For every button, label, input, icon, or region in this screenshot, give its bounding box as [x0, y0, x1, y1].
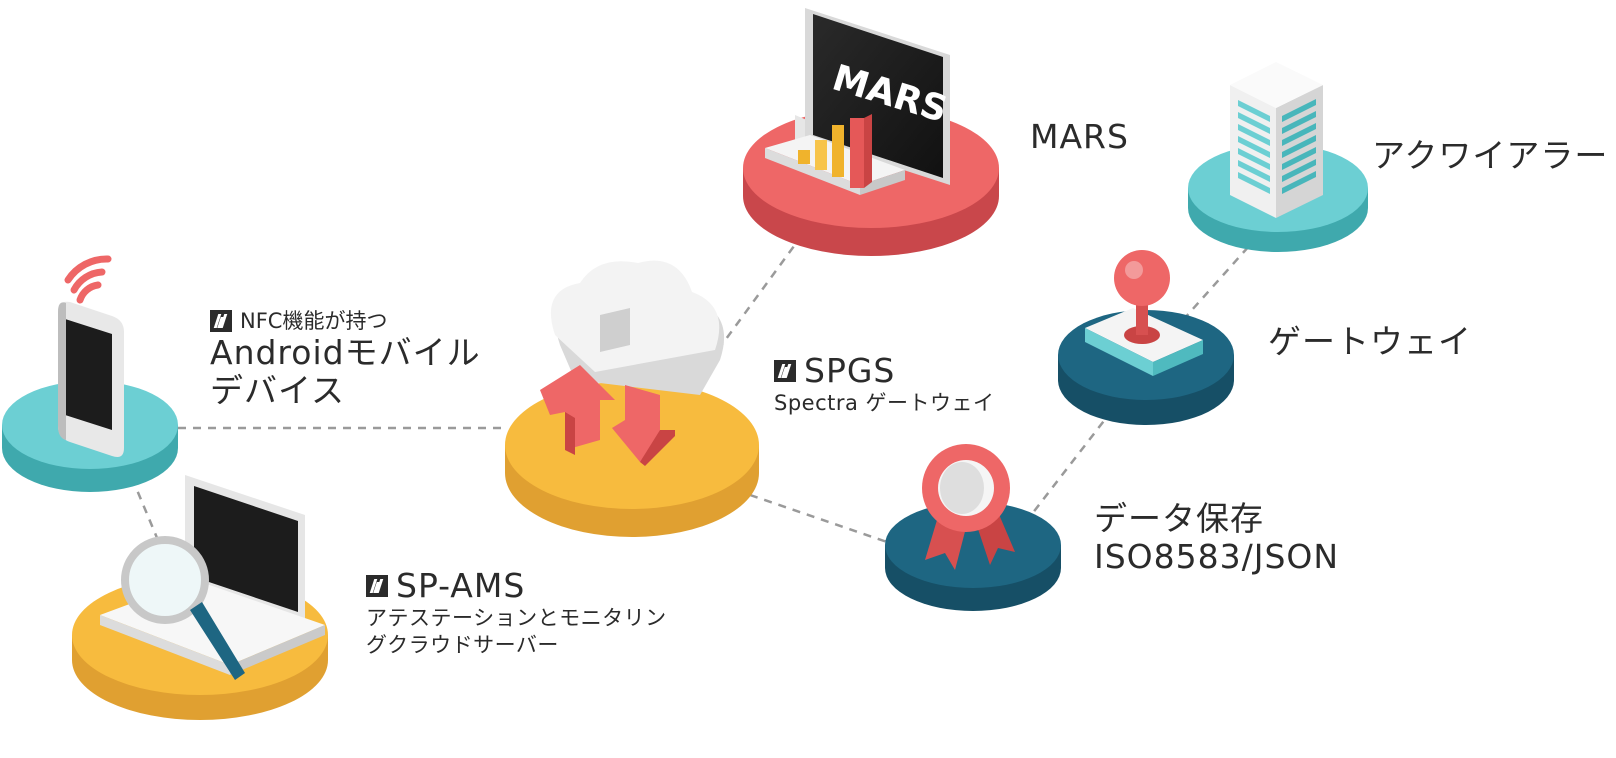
laptop-magnifier-icon	[100, 475, 325, 680]
spams-line2: グクラウドサーバー	[366, 633, 559, 657]
aqwire-label: アクワイアラー	[1372, 136, 1609, 175]
spectra-logo-icon	[774, 360, 796, 382]
android-label: NFC機能が持つ Androidモバイル デバイス	[210, 308, 481, 410]
gateway-node	[1058, 250, 1234, 425]
storage-label-line1: データ保存	[1094, 499, 1264, 538]
storage-label-line2: ISO8583/JSON	[1094, 537, 1340, 576]
award-badge-icon	[922, 444, 1015, 570]
joystick-gateway-icon	[1085, 250, 1203, 376]
spams-line1: アテステーションとモニタリン	[366, 606, 667, 630]
spams-title: SP-AMS	[396, 566, 526, 605]
spgs-subtitle: Spectra ゲートウェイ	[774, 391, 995, 415]
mobile-node	[2, 255, 178, 492]
cloud-upload-download-icon	[540, 260, 725, 466]
spgs-title: SPGS	[804, 351, 896, 390]
spectra-logo-icon	[366, 575, 388, 597]
connector-lines	[130, 235, 1259, 546]
connector-mobile-spams	[130, 477, 162, 546]
spgs-label: SPGS Spectra ゲートウェイ	[774, 352, 995, 417]
aqwire-node	[1188, 62, 1368, 252]
mars-label: MARS	[1030, 117, 1129, 156]
storage-label: データ保存 ISO8583/JSON	[1094, 500, 1339, 576]
monitor-with-chart-icon: MARS	[765, 8, 952, 195]
connector-gateway-aqwire	[1182, 235, 1259, 321]
storage-node	[885, 444, 1061, 611]
connector-spgs-storage	[749, 493, 891, 545]
android-line1: Androidモバイル	[210, 333, 481, 372]
gateway-label: ゲートウェイ	[1268, 322, 1472, 361]
server-tower-icon	[1230, 62, 1323, 218]
spams-node	[72, 475, 328, 720]
android-line2: デバイス	[210, 371, 346, 410]
android-small-label: NFC機能が持つ	[240, 309, 388, 333]
connector-spgs-mars	[716, 241, 799, 351]
spectra-logo-icon	[210, 310, 232, 332]
mars-node: MARS	[743, 8, 999, 256]
smartphone-nfc-icon	[58, 255, 124, 457]
spgs-node	[505, 260, 759, 537]
spams-label: SP-AMS アテステーションとモニタリン グクラウドサーバー	[366, 567, 667, 659]
